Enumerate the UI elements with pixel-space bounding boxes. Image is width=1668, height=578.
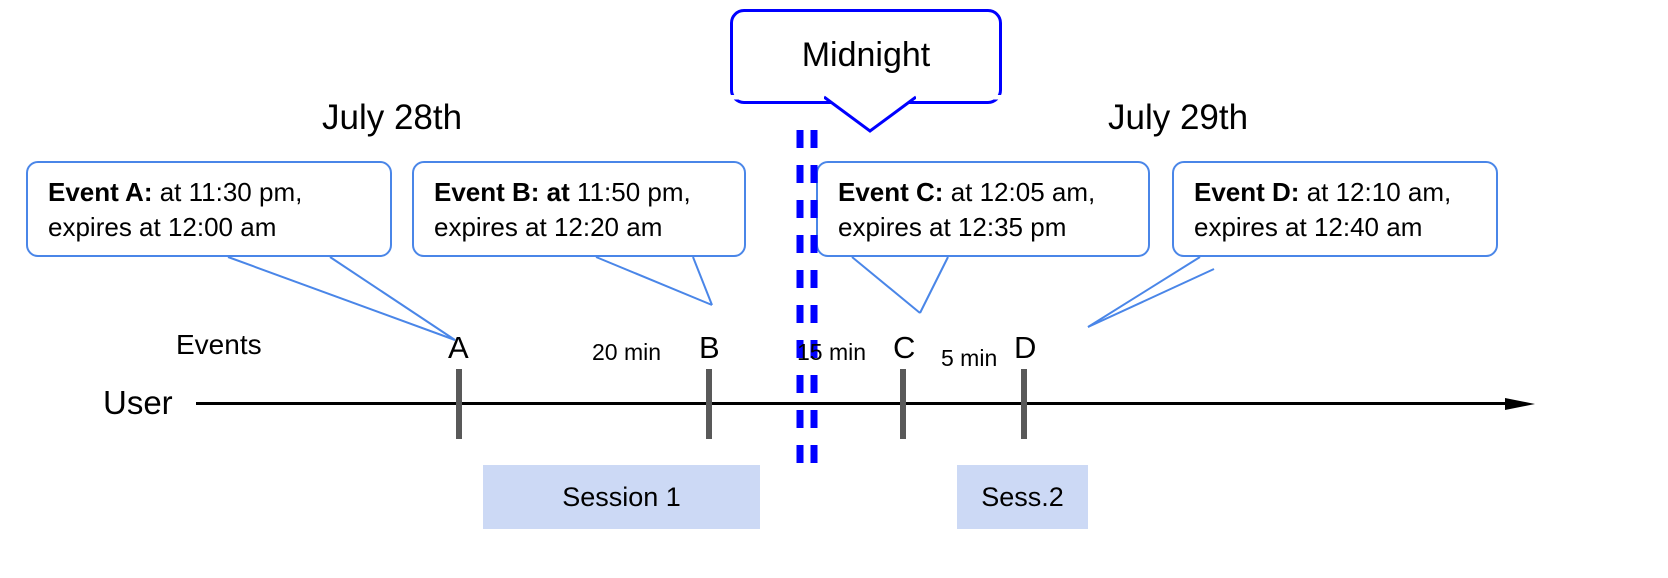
tick-c [900, 369, 906, 439]
events-row-label: Events [176, 329, 262, 360]
midnight-callout: Midnight [730, 9, 1002, 104]
session-bar-2-label: Sess.2 [981, 481, 1064, 512]
event-callout-c: Event C: at 12:05 am, expires at 12:35 p… [816, 161, 1150, 257]
event-callout-d-bold: Event D: [1194, 177, 1300, 207]
event-callout-b-bold: Event B: at [434, 177, 570, 207]
leader-d-1 [1087, 256, 1201, 328]
event-callout-c-rest: at 12:05 am, [943, 177, 1096, 207]
marker-label-d: D [1014, 330, 1037, 365]
leader-a-2 [329, 256, 456, 341]
session-bar-2: Sess.2 [957, 465, 1088, 529]
day-label-left: July 28th [322, 98, 463, 137]
event-callout-b: Event B: at 11:50 pm, expires at 12:20 a… [412, 161, 746, 257]
leader-b-2 [692, 256, 713, 306]
day-label-right: July 29th [1108, 98, 1249, 137]
event-callout-b-line1: Event B: at 11:50 pm, [434, 175, 728, 210]
event-callout-d-line2: expires at 12:40 am [1194, 211, 1423, 242]
event-callout-d-line1: Event D: at 12:10 am, [1194, 175, 1480, 210]
marker-label-c: C [893, 330, 916, 365]
event-callout-b-rest: 11:50 pm, [569, 177, 691, 207]
session-bar-1: Session 1 [483, 465, 760, 529]
timeline-axis [196, 402, 1519, 405]
marker-label-a: A [448, 330, 469, 365]
event-callout-d-rest: at 12:10 am, [1299, 177, 1452, 207]
leader-a-1 [227, 256, 456, 341]
leader-c-1 [851, 256, 921, 314]
tick-b [706, 369, 712, 439]
event-callout-c-bold: Event C: [838, 177, 944, 207]
gap-label-ab: 20 min [592, 339, 662, 365]
event-callout-a-line2: expires at 12:00 am [48, 211, 277, 242]
leader-d-2 [1087, 268, 1215, 328]
tick-a [456, 369, 462, 439]
event-callout-a-line1: Event A: at 11:30 pm, [48, 175, 374, 210]
leader-c-2 [919, 256, 949, 314]
event-callout-b-line2: expires at 12:20 am [434, 211, 663, 242]
midnight-label: Midnight [801, 35, 931, 74]
event-callout-a-rest: at 11:30 pm, [152, 177, 303, 207]
session-bar-1-label: Session 1 [562, 481, 681, 512]
gap-label-cd: 5 min [941, 345, 998, 371]
event-callout-d: Event D: at 12:10 am, expires at 12:40 a… [1172, 161, 1498, 257]
tick-d [1021, 369, 1027, 439]
event-callout-a: Event A: at 11:30 pm, expires at 12:00 a… [26, 161, 392, 257]
gap-label-bc: 15 min [797, 339, 867, 365]
marker-label-b: B [699, 330, 720, 365]
event-callout-c-line2: expires at 12:35 pm [838, 211, 1067, 242]
event-callout-a-bold: Event A: [48, 177, 153, 207]
user-row-label: User [103, 384, 173, 421]
event-callout-c-line1: Event C: at 12:05 am, [838, 175, 1132, 210]
timeline-arrowhead [1505, 398, 1535, 410]
leader-b-1 [595, 256, 713, 306]
